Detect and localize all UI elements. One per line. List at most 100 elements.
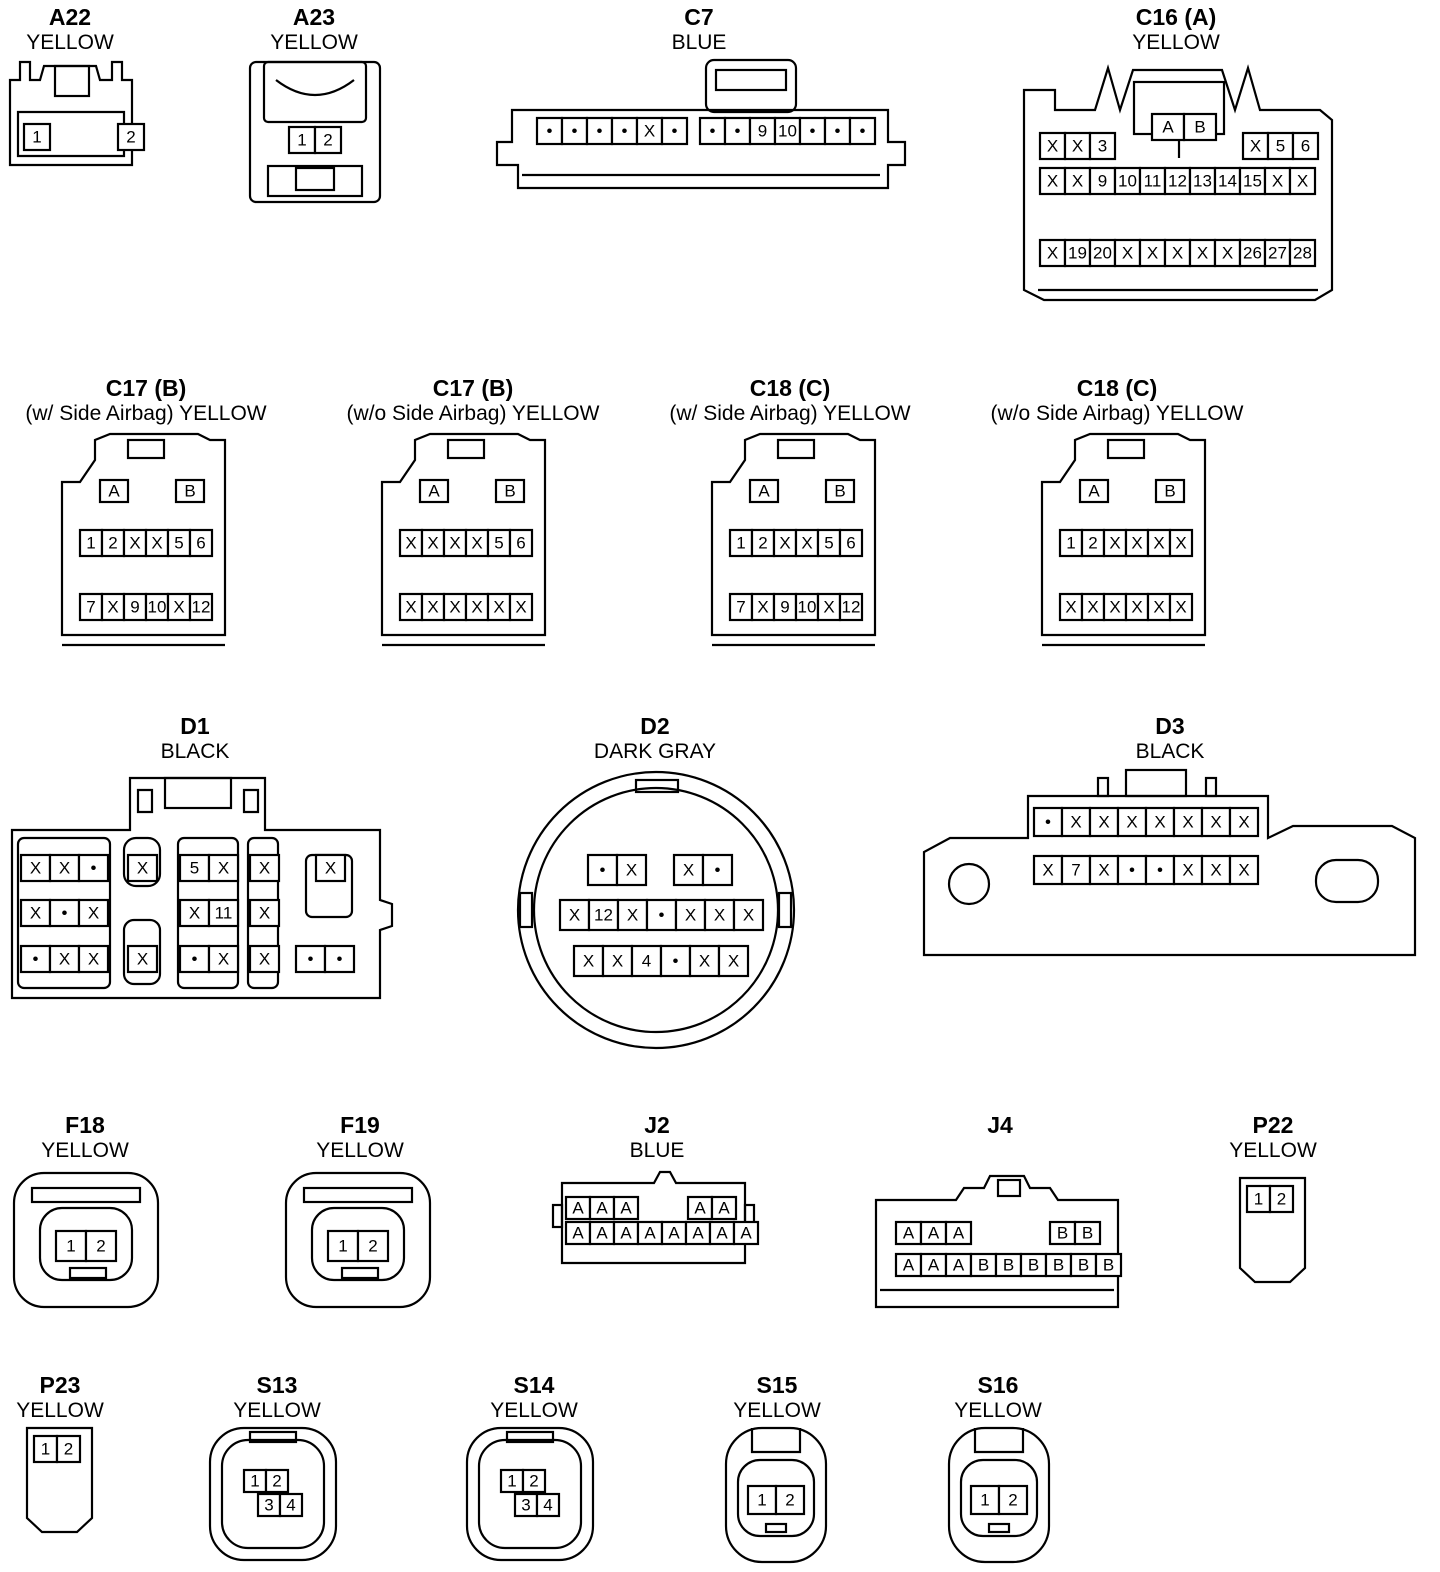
pin-label: A [716, 1224, 728, 1243]
pin-cell: 1 [326, 1229, 360, 1263]
pin-label: X [405, 534, 416, 553]
pin-cell: 7 [1060, 854, 1092, 886]
pin-label: X [259, 950, 270, 969]
pin-cell: 2 [1268, 1184, 1295, 1214]
pin-label: A [596, 1224, 608, 1243]
pin-cavity [77, 898, 110, 928]
pin-label: X [1175, 534, 1186, 553]
pin-label: A [928, 1256, 940, 1275]
connector-label-p23: P23 YELLOW [0, 1374, 120, 1422]
pin-cavity [1038, 131, 1067, 161]
pin-cavity [798, 116, 827, 146]
pin-cell: 14 [1213, 166, 1242, 196]
pin-cavity [701, 853, 734, 887]
pin-cavity [55, 1434, 82, 1464]
pin-cell: 1 [32, 1434, 59, 1464]
connector-color: YELLOW [316, 1139, 404, 1162]
pin-label: • [33, 950, 39, 969]
pin-cell: X [207, 853, 240, 883]
pin-label: X [493, 598, 504, 617]
pin-cavity [732, 898, 765, 932]
pin-cavity [732, 1220, 760, 1246]
pin-label: A [620, 1199, 632, 1218]
pin-cavity [84, 1229, 118, 1263]
pin-cavity [22, 122, 52, 152]
pin-label: 2 [96, 1237, 105, 1256]
pin-cell: 19 [1063, 238, 1092, 268]
pin-cell: B [969, 1252, 998, 1278]
pin-label: • [672, 122, 678, 141]
pin-label: X [1297, 172, 1308, 191]
pin-cavity [313, 125, 343, 155]
connector-id: P22 [1252, 1112, 1294, 1138]
pin-cell: B [174, 478, 206, 504]
connector-label-p22: P22 YELLOW [1213, 1112, 1333, 1162]
pin-label: X [515, 598, 526, 617]
pin-label: A [928, 1224, 940, 1243]
connector-color: YELLOW [270, 31, 358, 54]
pin-cavity [178, 944, 211, 974]
pin-cavity [126, 853, 159, 883]
pin-cavity [1200, 806, 1232, 838]
pin-cavity [174, 478, 206, 504]
pin-label: 2 [785, 1491, 794, 1510]
pin-cavity [521, 1468, 547, 1494]
pin-label: 9 [780, 598, 789, 617]
pin-label: • [835, 122, 841, 141]
pin-label: X [1122, 244, 1133, 263]
pin-cell: 1 [1058, 528, 1084, 558]
pin-label: X [1197, 244, 1208, 263]
pin-label: X [757, 598, 768, 617]
pin-cell: B [1069, 1252, 1098, 1278]
connector-color: BLUE [629, 1139, 685, 1162]
pin-cavity [1228, 854, 1260, 886]
pin-cell: X [420, 528, 446, 558]
pin-cell: X [77, 898, 110, 928]
connector-label-c17-wo: C17 (B) (w/o Side Airbag) YELLOW [328, 377, 618, 425]
pin-cell: • [77, 853, 110, 883]
pin-label: A [668, 1224, 680, 1243]
pin-label: 9 [130, 598, 139, 617]
pin-cavity [77, 944, 110, 974]
pin-label: 26 [1243, 244, 1262, 263]
pin-cell: X [1188, 238, 1217, 268]
pin-cavity [838, 592, 864, 622]
pin-cell: X [1080, 592, 1106, 622]
pin-cell: • [1032, 806, 1064, 838]
pin-cell: X [1168, 528, 1194, 558]
pin-cell: X [717, 944, 750, 978]
pin-cell: 2 [997, 1484, 1029, 1516]
pin-label: X [173, 598, 184, 617]
pin-cell: 10 [794, 592, 820, 622]
pin-label: • [1129, 861, 1135, 880]
pin-cell: A [684, 1220, 712, 1246]
pin-cell: 11 [207, 898, 240, 928]
pin-label: X [714, 906, 725, 925]
connector-label-c18-wo: C18 (C) (w/o Side Airbag) YELLOW [972, 377, 1262, 425]
pin-cell: 4 [630, 944, 663, 978]
pin-cavity [1163, 166, 1192, 196]
pin-cell: A [588, 1220, 616, 1246]
pin-cavity [773, 116, 802, 146]
pin-label: X [1047, 172, 1058, 191]
pin-cell: • [660, 116, 689, 146]
pin-cavity [207, 944, 240, 974]
pin-cell: 9 [772, 592, 798, 622]
pin-cell: 12 [587, 898, 620, 932]
pin-cell: • [723, 116, 752, 146]
connector-id: S14 [513, 1372, 555, 1398]
pin-cell: A [636, 1220, 664, 1246]
pin-label: X [1042, 861, 1053, 880]
pin-cavity [294, 944, 327, 974]
pin-label: X [569, 906, 580, 925]
pin-cell: X [1088, 806, 1120, 838]
connector-label-d3: D3 BLACK [1110, 715, 1230, 763]
pin-cell: • [610, 116, 639, 146]
pin-label: B [1194, 118, 1205, 137]
pin-cavity [126, 944, 159, 974]
pin-label: X [1126, 813, 1137, 832]
pin-cavity [710, 1195, 738, 1221]
pin-cavity [560, 116, 589, 146]
pin-cell: 1 [54, 1229, 88, 1263]
pin-cell: A [919, 1252, 948, 1278]
